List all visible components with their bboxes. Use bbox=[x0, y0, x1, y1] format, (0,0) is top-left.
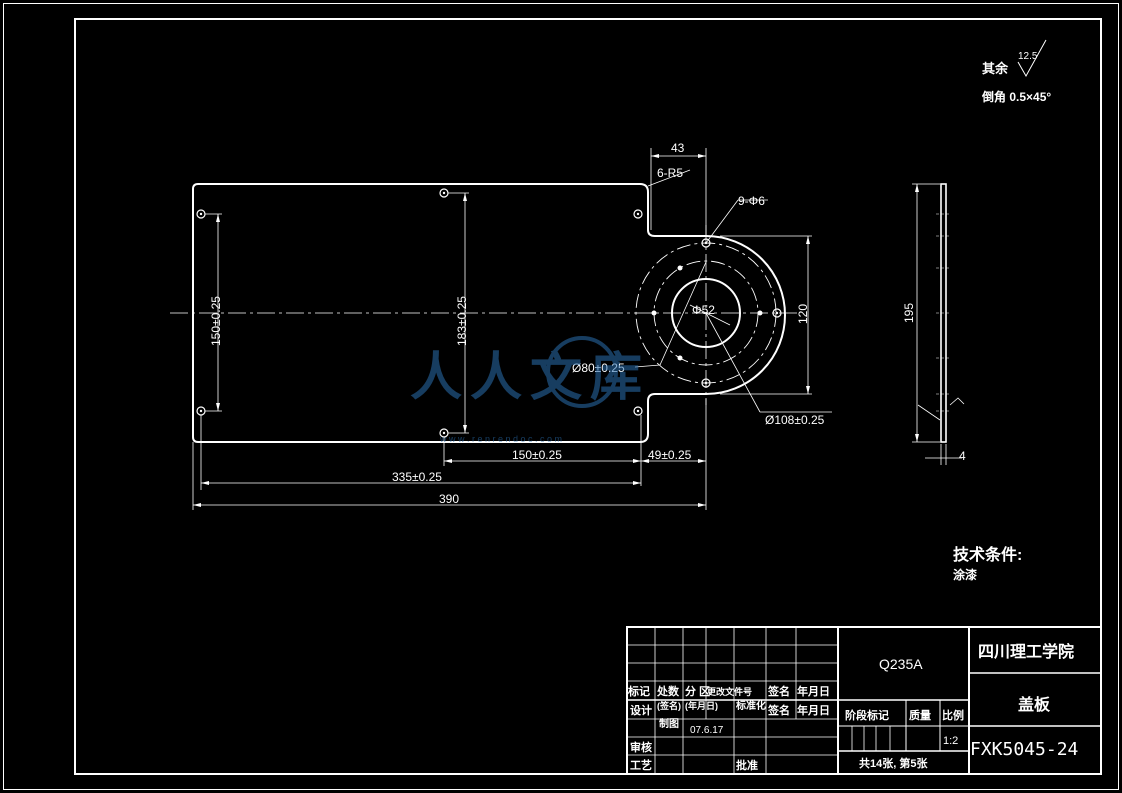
roughness-value: 12.5 bbox=[1018, 51, 1038, 62]
school-name: 四川理工学院 bbox=[978, 642, 1074, 661]
tb-sign: 签名 bbox=[767, 684, 790, 698]
tech-item: 涂漆 bbox=[953, 567, 977, 582]
tb-date2: (年月日) bbox=[685, 700, 718, 711]
tb-count: 处数 bbox=[656, 684, 680, 698]
side-view-hidden-lines bbox=[936, 213, 950, 412]
tb-process: 工艺 bbox=[630, 758, 652, 772]
tb-date: 年月日 bbox=[797, 684, 830, 698]
tb-std: 标准化 bbox=[735, 699, 766, 712]
tb-design: 设计 bbox=[630, 703, 652, 717]
dimension-lines bbox=[192, 148, 832, 510]
dim-4: 4 bbox=[959, 449, 966, 463]
dim-phi52: Φ52 bbox=[692, 303, 715, 317]
scale-value: 1:2 bbox=[943, 735, 958, 747]
arrow-heads bbox=[193, 154, 810, 507]
dim-phi108: Ø108±0.25 bbox=[765, 413, 825, 427]
tb-draw: 制图 bbox=[659, 717, 679, 730]
part-name: 盖板 bbox=[1018, 695, 1051, 714]
drawing-number: FXK5045-24 bbox=[970, 739, 1078, 760]
hole bbox=[772, 308, 782, 318]
dim-195: 195 bbox=[902, 303, 916, 323]
material: Q235A bbox=[879, 656, 923, 672]
plate-outline bbox=[192, 183, 786, 443]
hole bbox=[701, 238, 711, 248]
drawing-frame bbox=[74, 18, 1102, 775]
hole bbox=[701, 378, 711, 388]
dim-holes: 9-Φ6 bbox=[738, 194, 765, 208]
watermark-text: 人人文库 bbox=[410, 349, 650, 407]
dim-150-horizontal: 150±0.25 bbox=[512, 448, 562, 462]
dim-150-vertical: 150±0.25 bbox=[209, 296, 223, 346]
tb-doc: 更改文件号 bbox=[707, 686, 752, 697]
tb-zone: 分 区 bbox=[685, 684, 710, 698]
tb-review: 审核 bbox=[630, 740, 652, 754]
hole bbox=[633, 406, 643, 416]
watermark-url: w w w . r e n r e n d o c . c o m bbox=[439, 434, 562, 444]
dim-43: 43 bbox=[671, 141, 685, 155]
dim-390: 390 bbox=[439, 492, 459, 506]
side-view-dimensions bbox=[912, 183, 965, 465]
tb-date-value: 07.6.17 bbox=[690, 725, 724, 736]
dim-183: 183±0.25 bbox=[455, 296, 469, 346]
tb-mass: 质量 bbox=[909, 708, 931, 722]
bore-circle bbox=[671, 278, 741, 348]
hole-centers bbox=[199, 191, 779, 435]
side-view-arrows bbox=[915, 184, 919, 442]
dim-335: 335±0.25 bbox=[392, 470, 442, 484]
tb-approve: 批准 bbox=[736, 758, 758, 772]
tb-sign3: 签名 bbox=[767, 703, 790, 717]
dim-49: 49±0.25 bbox=[648, 448, 692, 462]
chamfer-note: 倒角 0.5×45° bbox=[981, 89, 1051, 104]
tb-marks: 标记 bbox=[627, 684, 650, 698]
tb-sign2: (签名) bbox=[657, 700, 681, 711]
tb-stage: 阶段标记 bbox=[845, 708, 889, 722]
dim-r5: 6-R5 bbox=[657, 166, 683, 180]
tech-title: 技术条件: bbox=[953, 545, 1022, 564]
dim-phi80: Ø80±0.25 bbox=[572, 361, 625, 375]
tb-ratio: 比例 bbox=[942, 708, 964, 722]
dim-120: 120 bbox=[796, 304, 810, 324]
watermark: 人人文库 w w w . r e n r e n d o c . c o m bbox=[410, 336, 650, 444]
surface-note-prefix: 其余 bbox=[982, 61, 1009, 76]
roughness-symbol bbox=[1017, 39, 1047, 78]
tb-date3: 年月日 bbox=[797, 703, 830, 717]
hole bbox=[633, 209, 643, 219]
sheet-count: 共14张, 第5张 bbox=[859, 756, 928, 770]
sheet-border bbox=[3, 3, 1119, 790]
title-block-lines bbox=[626, 626, 1102, 775]
